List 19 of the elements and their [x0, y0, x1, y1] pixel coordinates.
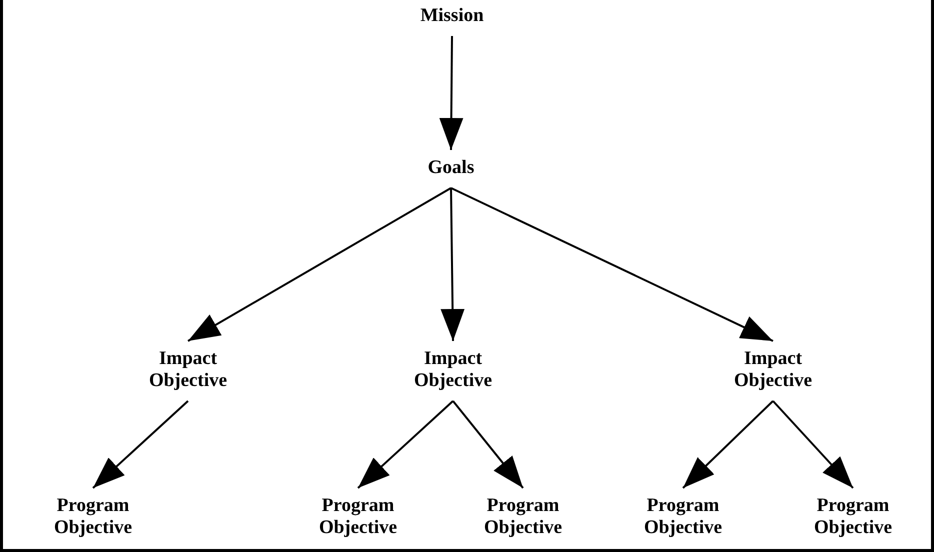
- node-label: Impact Objective: [412, 348, 494, 392]
- node-label: Program Objective: [812, 495, 894, 539]
- arrow: [772, 400, 854, 489]
- node-label: Program Objective: [482, 495, 564, 539]
- node-label: Mission: [420, 5, 484, 27]
- node-label: Program Objective: [52, 495, 134, 539]
- node-label: Program Objective: [642, 495, 724, 539]
- node-label: Goals: [428, 157, 474, 179]
- arrow: [682, 400, 774, 489]
- node-label: Impact Objective: [148, 348, 228, 392]
- arrow: [452, 400, 524, 489]
- node-label: Program Objective: [318, 495, 398, 539]
- arrow: [439, 36, 464, 150]
- arrow: [357, 400, 454, 489]
- arrow: [440, 188, 465, 342]
- arrow: [92, 400, 189, 489]
- arrow: [450, 187, 774, 342]
- arrow: [188, 187, 452, 342]
- node-label: Impact Objective: [732, 348, 814, 392]
